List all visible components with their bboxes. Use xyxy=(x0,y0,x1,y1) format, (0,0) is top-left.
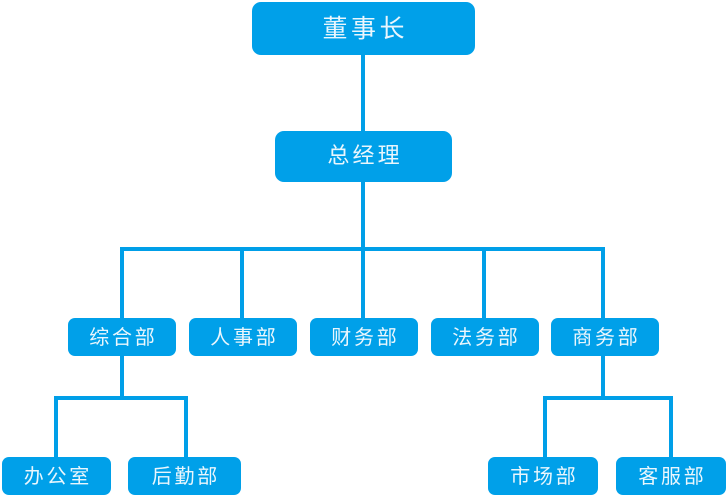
node-legal-affairs[interactable]: 法务部 xyxy=(431,318,539,356)
node-general-manager[interactable]: 总经理 xyxy=(275,131,452,182)
connector-drop-logistics xyxy=(184,396,188,459)
connector-general-affairs-bus xyxy=(54,396,188,400)
node-finance[interactable]: 财务部 xyxy=(310,318,418,356)
connector-chairman-to-gm xyxy=(361,53,365,134)
node-logistics[interactable]: 后勤部 xyxy=(128,457,241,495)
connector-business-bus xyxy=(543,396,673,400)
connector-drop-office xyxy=(54,396,58,459)
connector-drop-legal-affairs xyxy=(482,247,486,320)
connector-drop-general-affairs xyxy=(120,247,124,320)
connector-drop-business xyxy=(601,247,605,320)
connector-general-affairs-stem xyxy=(120,355,124,400)
node-general-affairs[interactable]: 综合部 xyxy=(68,318,176,356)
node-chairman[interactable]: 董事长 xyxy=(252,2,475,55)
node-customer-service[interactable]: 客服部 xyxy=(616,457,726,495)
connector-drop-marketing xyxy=(543,396,547,459)
node-marketing[interactable]: 市场部 xyxy=(488,457,598,495)
node-office[interactable]: 办公室 xyxy=(2,457,111,495)
connector-drop-human-resources xyxy=(240,247,244,320)
node-human-resources[interactable]: 人事部 xyxy=(189,318,297,356)
connector-drop-finance xyxy=(361,247,365,320)
node-business[interactable]: 商务部 xyxy=(551,318,659,356)
connector-gm-stem xyxy=(361,180,365,251)
connector-business-stem xyxy=(601,355,605,400)
connector-drop-customer-service xyxy=(669,396,673,459)
